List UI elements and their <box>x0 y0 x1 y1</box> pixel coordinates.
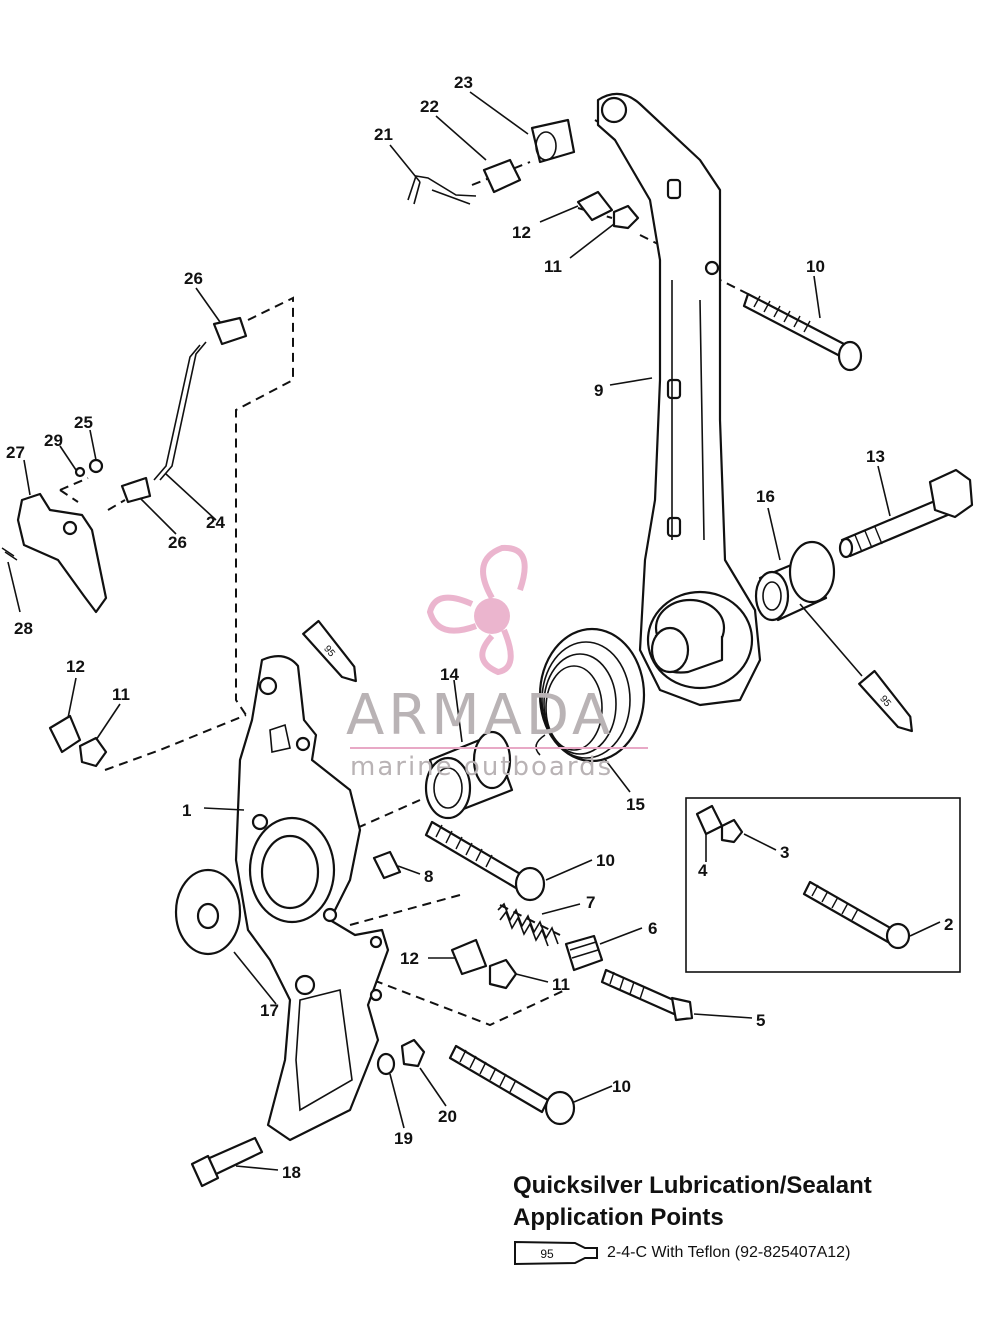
nut-cap-parts <box>48 190 640 990</box>
legend-item-text: 2-4-C With Teflon (92-825407A12) <box>607 1244 851 1261</box>
callout-4: 4 <box>698 861 708 880</box>
screw-part-10-top <box>742 292 863 372</box>
callout-10-middle: 10 <box>596 851 615 870</box>
callout-5: 5 <box>756 1011 765 1030</box>
callout-17: 17 <box>260 1001 279 1020</box>
callout-12-top: 12 <box>512 223 531 242</box>
spring-part-15 <box>535 627 646 763</box>
bolt-part-18 <box>190 1136 264 1188</box>
callout-3: 3 <box>780 843 789 862</box>
bracket-part-1 <box>234 655 390 1142</box>
callout-8: 8 <box>424 867 433 886</box>
callout-11-left: 11 <box>112 685 130 704</box>
callout-19: 19 <box>394 1129 413 1148</box>
callout-11-top: 11 <box>544 257 562 276</box>
svg-text:95: 95 <box>540 1247 554 1261</box>
lever-arm-part-9 <box>596 92 762 707</box>
callout-13: 13 <box>866 447 885 466</box>
callout-21: 21 <box>374 125 393 144</box>
watermark-tagline: marine outboards <box>350 752 614 782</box>
callout-10-bottom: 10 <box>612 1077 631 1096</box>
callout-7: 7 <box>586 893 595 912</box>
small-parts-upper <box>407 118 576 205</box>
watermark-brand: ARMADA <box>346 683 615 748</box>
lube-tube-lower: 95 <box>858 669 913 733</box>
callout-10-top: 10 <box>806 257 825 276</box>
bushing-part-14 <box>424 730 514 820</box>
legend-title: Quicksilver Lubrication/Sealant Applicat… <box>513 1172 872 1231</box>
callout-12-bottom: 12 <box>400 949 419 968</box>
callout-22: 22 <box>420 97 439 116</box>
legend-item: 95 2-4-C With Teflon (92-825407A12) <box>513 1238 850 1268</box>
inset-box <box>685 797 961 973</box>
callout-12-left: 12 <box>66 657 85 676</box>
callout-20: 20 <box>438 1107 457 1126</box>
callout-11-bottom: 11 <box>552 975 570 994</box>
callout-6: 6 <box>648 919 657 938</box>
leader-lines <box>7 91 941 1171</box>
bolt-part-13 <box>838 468 974 559</box>
callout-15: 15 <box>626 795 645 814</box>
watermark-underline <box>350 747 648 749</box>
callout-26-top: 26 <box>184 269 203 288</box>
lube-tube-upper: 95 <box>302 619 357 683</box>
callout-29: 29 <box>44 431 63 450</box>
lube-tube-icon: 95 <box>514 1240 598 1266</box>
callout-25: 25 <box>74 413 93 432</box>
screw-part-10-middle <box>424 820 546 902</box>
bushing-part-16 <box>754 540 836 622</box>
callout-labels: 23 22 21 12 11 10 9 13 16 26 25 29 27 24… <box>6 73 953 1182</box>
callout-9: 9 <box>594 381 603 400</box>
watermark-propeller-icon <box>426 544 528 676</box>
callout-24: 24 <box>206 513 225 532</box>
linkage-parts <box>1 316 248 614</box>
callout-1: 1 <box>182 801 191 820</box>
callout-16: 16 <box>756 487 775 506</box>
washer-parts <box>174 868 426 1076</box>
gear-part-6 <box>564 934 604 972</box>
callout-14: 14 <box>440 665 459 684</box>
callout-23: 23 <box>454 73 473 92</box>
callout-26-bottom: 26 <box>168 533 187 552</box>
callout-28: 28 <box>14 619 33 638</box>
screw-part-10-bottom <box>448 1044 576 1126</box>
spring-part-7 <box>497 902 559 947</box>
screw-part-5 <box>600 968 694 1022</box>
callout-2: 2 <box>944 915 953 934</box>
callout-18: 18 <box>282 1163 301 1182</box>
callout-27: 27 <box>6 443 25 462</box>
